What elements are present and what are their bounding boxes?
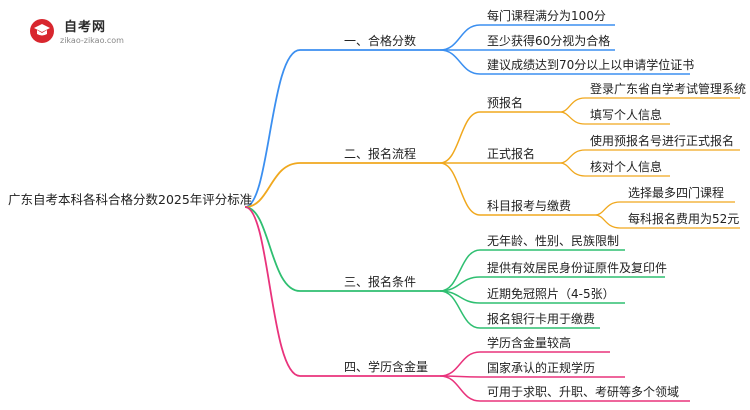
branch-registration-requirements: 三、报名条件 (344, 275, 417, 289)
connector-b2-2-2 (559, 162, 670, 177)
connector-b1-3 (439, 49, 690, 75)
branch-registration-process: 二、报名流程 (344, 147, 417, 161)
leaf-fill-info: 填写个人信息 (590, 108, 663, 122)
leaf-high-value: 学历含金量较高 (487, 336, 572, 350)
leaf-no-restriction: 无年龄、性别、民族限制 (487, 234, 620, 248)
connector-b2-1 (439, 111, 560, 164)
connector-b3-1 (439, 249, 625, 292)
leaf-photos: 近期免冠照片（4-5张） (487, 287, 615, 301)
node-pre-registration: 预报名 (487, 96, 524, 110)
leaf-use-cases: 可用于求职、升职、考研等多个领域 (487, 385, 680, 399)
site-logo: 自考网 zikao-zikao.com (30, 14, 140, 50)
root-topic: 广东自考本科各科合格分数2025年评分标准 (8, 192, 253, 207)
node-formal-registration: 正式报名 (487, 147, 536, 161)
connector-b3-2 (439, 276, 665, 292)
connector-b2-3-2 (594, 214, 740, 229)
node-subject-payment: 科目报考与缴费 (487, 199, 572, 213)
leaf-id-card: 提供有效居民身份证原件及复印件 (487, 261, 668, 275)
leaf-four-courses: 选择最多四门课程 (628, 186, 725, 200)
branch-passing-score: 一、合格分数 (344, 34, 417, 48)
logo-url: zikao-zikao.com (60, 36, 124, 45)
connector-b2-2-1 (559, 149, 740, 164)
leaf-use-pre-number: 使用预报名号进行正式报名 (590, 134, 735, 148)
connector-b2-1-1 (559, 97, 740, 113)
leaf-pass-60: 至少获得60分视为合格 (487, 34, 611, 48)
connector-b4-2 (439, 375, 625, 378)
connector-root-b3 (244, 206, 440, 292)
connector-root-b4 (244, 206, 440, 377)
connector-b2-3 (439, 162, 595, 216)
connector-b4-3 (439, 375, 690, 402)
connector-b2-3-1 (594, 201, 735, 216)
logo-title: 自考网 (64, 20, 107, 35)
leaf-full-score: 每门课程满分为100分 (487, 9, 606, 23)
branch-degree-value: 四、学历含金量 (344, 360, 429, 374)
connector-b2-1-2 (559, 111, 670, 125)
connector-root-b2 (244, 162, 440, 208)
leaf-fee-52: 每科报名费用为52元 (628, 212, 740, 226)
connector-b4-1 (439, 351, 610, 377)
connector-b1-1 (439, 24, 615, 51)
connector-root-b1 (244, 49, 440, 208)
graduation-cap-icon (30, 19, 54, 43)
leaf-login-system: 登录广东省自学考试管理系统 (590, 82, 747, 96)
leaf-check-info: 核对个人信息 (590, 160, 663, 174)
leaf-recognized: 国家承认的正规学历 (487, 361, 596, 375)
leaf-bank-card: 报名银行卡用于缴费 (487, 312, 596, 326)
connector-b3-4 (439, 290, 600, 329)
leaf-degree-70: 建议成绩达到70分以上以申请学位证书 (487, 58, 695, 72)
